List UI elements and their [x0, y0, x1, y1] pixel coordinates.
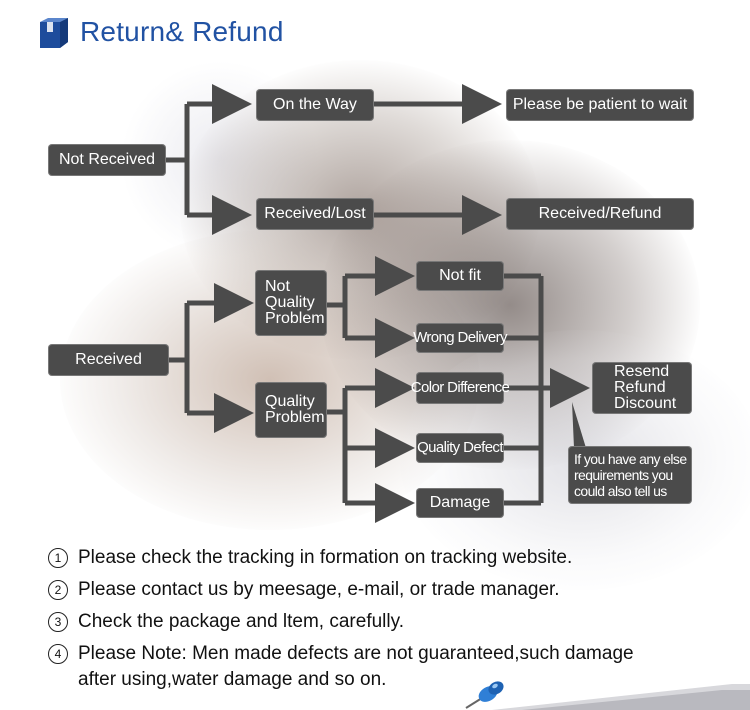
notes-list: 1 Please check the tracking in formation… — [48, 545, 738, 699]
quality-problem-box: Quality Problem — [255, 382, 327, 438]
resend-refund-discount-box: Resend Refund Discount — [592, 362, 692, 414]
quality-defect-box: Quality Defect — [416, 433, 504, 463]
on-the-way-box: On the Way — [256, 89, 374, 121]
damage-box: Damage — [416, 488, 504, 518]
note-number: 3 — [48, 612, 68, 632]
note-text: Please check the tracking in formation o… — [78, 545, 572, 571]
pushpin-decoration — [462, 680, 750, 710]
note-number: 1 — [48, 548, 68, 568]
wrong-delivery-box: Wrong Delivery — [416, 323, 504, 353]
else-requirements-bubble: If you have any else requirements you co… — [568, 446, 692, 504]
received-box: Received — [48, 344, 169, 376]
not-quality-problem-box: Not Quality Problem — [255, 270, 327, 336]
note-item: 2 Please contact us by meesage, e-mail, … — [48, 577, 738, 603]
note-number: 4 — [48, 644, 68, 664]
pushpin-icon — [466, 680, 506, 708]
not-received-box: Not Received — [48, 144, 166, 176]
received-lost-box: Received/Lost — [256, 198, 374, 230]
please-wait-box: Please be patient to wait — [506, 89, 694, 121]
received-refund-box: Received/Refund — [506, 198, 694, 230]
note-number: 2 — [48, 580, 68, 600]
color-difference-box: Color Difference — [416, 372, 504, 404]
note-text: Please contact us by meesage, e-mail, or… — [78, 577, 560, 603]
note-text: Check the package and ltem, carefully. — [78, 609, 404, 635]
note-item: 3 Check the package and ltem, carefully. — [48, 609, 738, 635]
note-item: 1 Please check the tracking in formation… — [48, 545, 738, 571]
not-fit-box: Not fit — [416, 261, 504, 291]
